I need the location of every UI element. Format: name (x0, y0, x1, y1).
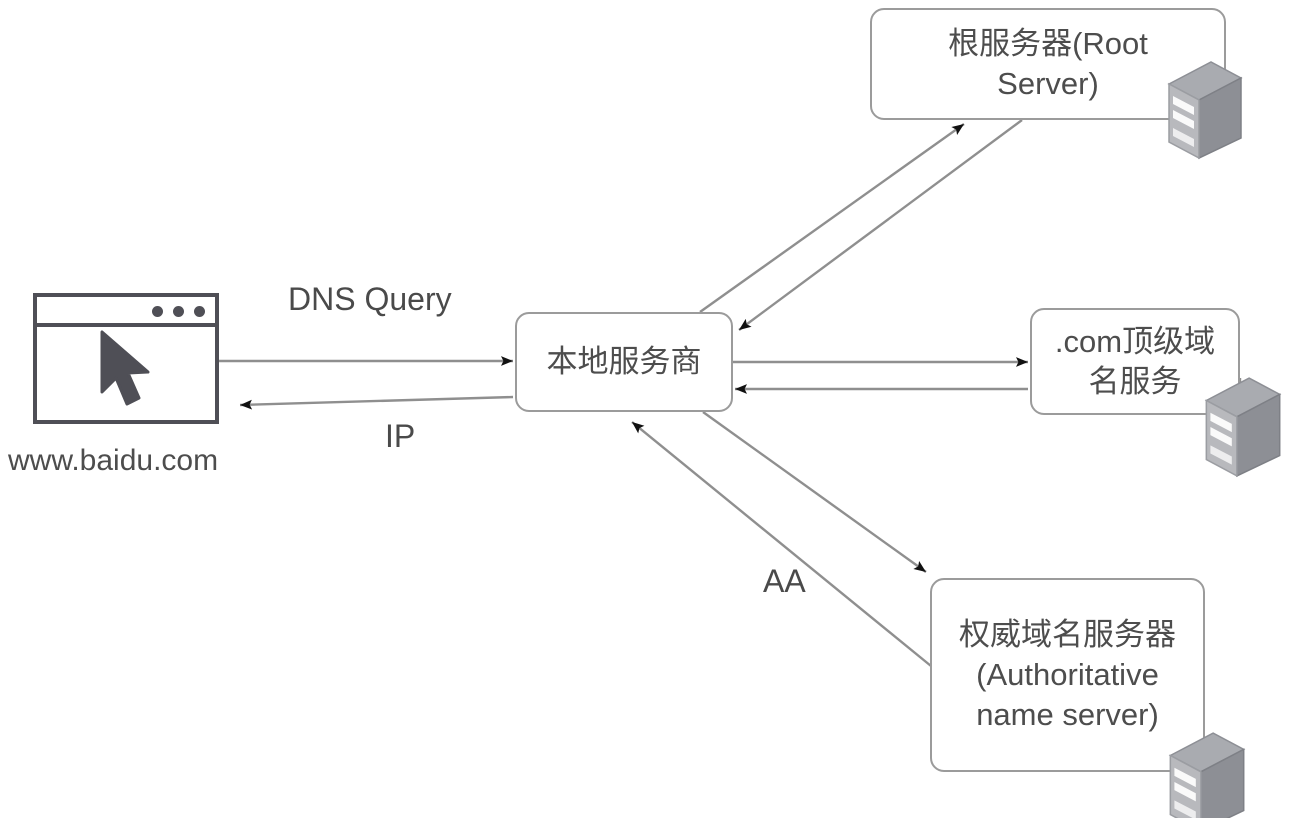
root-server-icon (1167, 61, 1243, 160)
edge-label-aa: AA (763, 563, 806, 599)
node-tld-server-line2: 名服务 (1088, 363, 1182, 399)
edge-root-to-local (738, 119, 1023, 331)
authoritative-server-icon (1168, 732, 1246, 818)
edge-authoritative-to-local (631, 421, 932, 667)
node-root-server-line2: Server) (997, 66, 1099, 101)
node-local-resolver[interactable]: 本地服务商 (515, 312, 733, 412)
node-root-server-label: 根服务器(Root Server) (948, 24, 1148, 103)
node-authoritative-server-line3: name server) (976, 696, 1159, 732)
node-authoritative-server-label: 权威域名服务器 (Authoritative name server) (959, 615, 1176, 734)
node-tld-server[interactable]: .com顶级域 名服务 (1030, 308, 1240, 415)
browser-dot-3 (194, 306, 205, 317)
node-authoritative-server[interactable]: 权威域名服务器 (Authoritative name server) (930, 578, 1205, 772)
browser-dot-1 (152, 306, 163, 317)
browser-titlebar (37, 297, 215, 327)
edge-local-to-client (239, 395, 514, 410)
browser-dot-2 (173, 306, 184, 317)
tld-server-icon (1204, 377, 1282, 478)
node-root-server[interactable]: 根服务器(Root Server) (870, 8, 1226, 120)
node-root-server-line1: 根服务器(Root (948, 26, 1148, 62)
edge-label-dns-query: DNS Query (288, 281, 452, 317)
node-tld-server-line1: .com顶级域 (1054, 323, 1216, 359)
edge-local-to-root (699, 123, 965, 313)
node-authoritative-server-line2: (Authoritative (976, 657, 1159, 693)
client-caption: www.baidu.com (8, 444, 219, 477)
node-authoritative-server-line1: 权威域名服务器 (959, 617, 1176, 653)
mouse-cursor-icon (100, 330, 150, 406)
edge-local-to-authoritative (702, 411, 927, 573)
node-tld-server-label: .com顶级域 名服务 (1055, 322, 1215, 401)
edge-label-ip: IP (385, 418, 416, 454)
node-local-resolver-label: 本地服务商 (546, 344, 702, 380)
